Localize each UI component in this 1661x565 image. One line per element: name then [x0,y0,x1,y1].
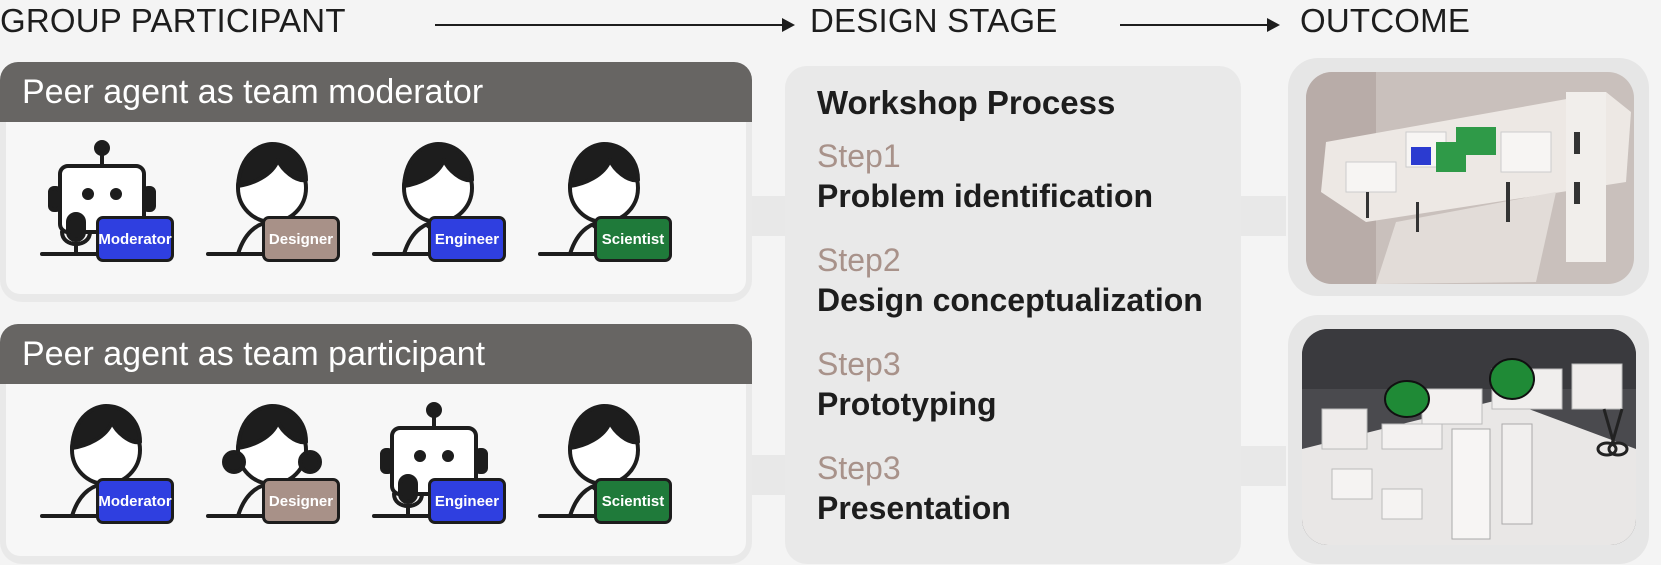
role-badge: Scientist [594,478,672,524]
step-name: Problem identification [817,178,1154,214]
outcome-frame [1288,58,1649,296]
participant-designer: Designer [206,130,356,270]
role-badge: Moderator [96,216,174,262]
step-number: Step1 [817,138,901,174]
role-badge: Moderator [96,478,174,524]
role-badge: Engineer [428,216,506,262]
step-name: Presentation [817,490,1011,526]
prototype-model-photo-icon [1302,329,1636,545]
role-badge: Designer [262,216,340,262]
participant-moderator: Moderator [40,392,190,532]
person-icon [40,404,142,518]
role-badge: Designer [262,478,340,524]
header-group-participant: GROUP PARTICIPANT [0,2,346,39]
robot-microphone-icon [372,402,488,518]
person-icon [206,142,308,256]
participant-scientist: Scientist [538,130,688,270]
header-outcome: OUTCOME [1300,2,1471,39]
step-number: Step2 [817,242,901,278]
group-panel-title: Peer agent as team participant [0,324,752,384]
group-panel-title: Peer agent as team moderator [0,62,752,122]
header-design-stage: DESIGN STAGE [810,2,1058,39]
connector-band [1238,196,1286,236]
step-number: Step3 [817,346,901,382]
role-badge: Engineer [428,478,506,524]
robot-microphone-icon [40,140,156,256]
step-number: Step3 [817,450,901,486]
participant-designer: Designer [206,392,356,532]
role-badge: Scientist [594,216,672,262]
group-panel-participant: Peer agent as team participant Moderator… [0,324,752,564]
workshop-title: Workshop Process [817,84,1116,121]
participant-engineer: Engineer [372,392,522,532]
arrow-right-icon [1120,18,1280,32]
arrow-right-icon [435,18,795,32]
participant-moderator: Moderator [40,130,190,270]
step-name: Prototyping [817,386,997,422]
outcome-frame [1288,315,1649,564]
architecture-model-photo-icon [1306,72,1634,284]
participant-engineer: Engineer [372,130,522,270]
connector-band [1238,446,1286,486]
step-name: Design conceptualization [817,282,1203,318]
group-panel-moderator: Peer agent as team moderator Moderator D… [0,62,752,302]
person-curly-hair-icon [206,404,322,518]
participant-scientist: Scientist [538,392,688,532]
workshop-process-panel: Workshop Process Step1 Problem identific… [785,66,1241,564]
